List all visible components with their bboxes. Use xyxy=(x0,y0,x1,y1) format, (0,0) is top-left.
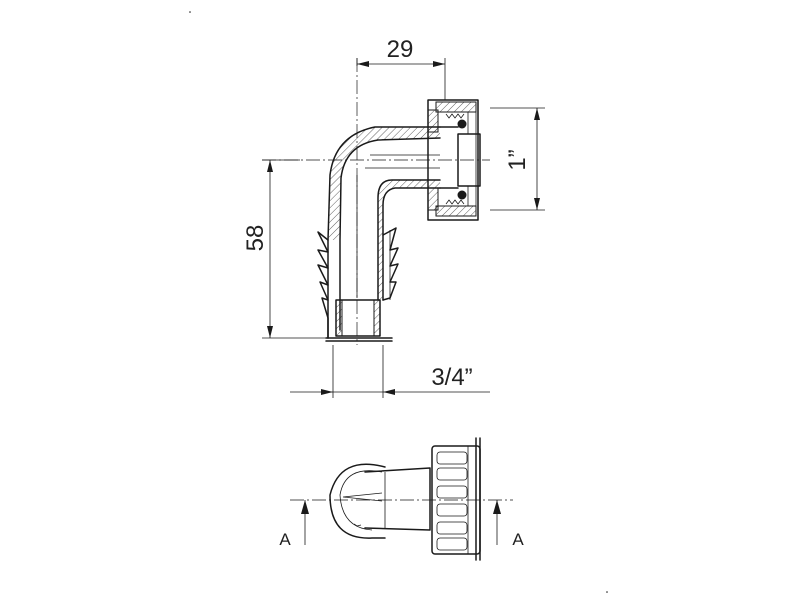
elbow-hatched-inner xyxy=(378,180,440,300)
o-ring-bottom xyxy=(457,190,467,200)
section-view: 29 58 1” 3/4” xyxy=(242,36,545,398)
section-label-right: A xyxy=(512,530,524,549)
bottom-socket-wall-left xyxy=(335,299,343,337)
corner-mark xyxy=(189,11,191,13)
dimension-3-4-inch: 3/4” xyxy=(290,345,490,398)
elbow-hatched-bend xyxy=(328,127,440,240)
dimension-text-3-4-inch: 3/4” xyxy=(431,364,472,391)
section-arrow-left xyxy=(301,500,309,514)
top-view: A A xyxy=(279,437,524,561)
section-arrow-right xyxy=(493,500,501,514)
dimension-29: 29 xyxy=(356,36,446,100)
corner-mark xyxy=(606,591,608,593)
top-view-elbow-end xyxy=(329,463,386,539)
dimension-58: 58 xyxy=(242,159,328,339)
dimension-text-29: 29 xyxy=(387,36,414,63)
dimension-text-1-inch: 1” xyxy=(504,149,531,170)
o-ring-top xyxy=(457,119,467,129)
top-view-bore xyxy=(342,492,383,502)
top-view-nut xyxy=(431,437,481,561)
bottom-socket xyxy=(335,299,381,337)
union-nut xyxy=(427,99,481,221)
section-label-left: A xyxy=(279,530,291,549)
top-view-notch xyxy=(353,523,362,527)
dimension-1-inch: 1” xyxy=(490,107,545,211)
hose-barb-right xyxy=(382,227,399,301)
bottom-socket-wall-right xyxy=(373,299,381,337)
hose-barb-left xyxy=(317,231,329,339)
dimension-text-58: 58 xyxy=(242,225,269,252)
top-view-body xyxy=(364,467,431,531)
